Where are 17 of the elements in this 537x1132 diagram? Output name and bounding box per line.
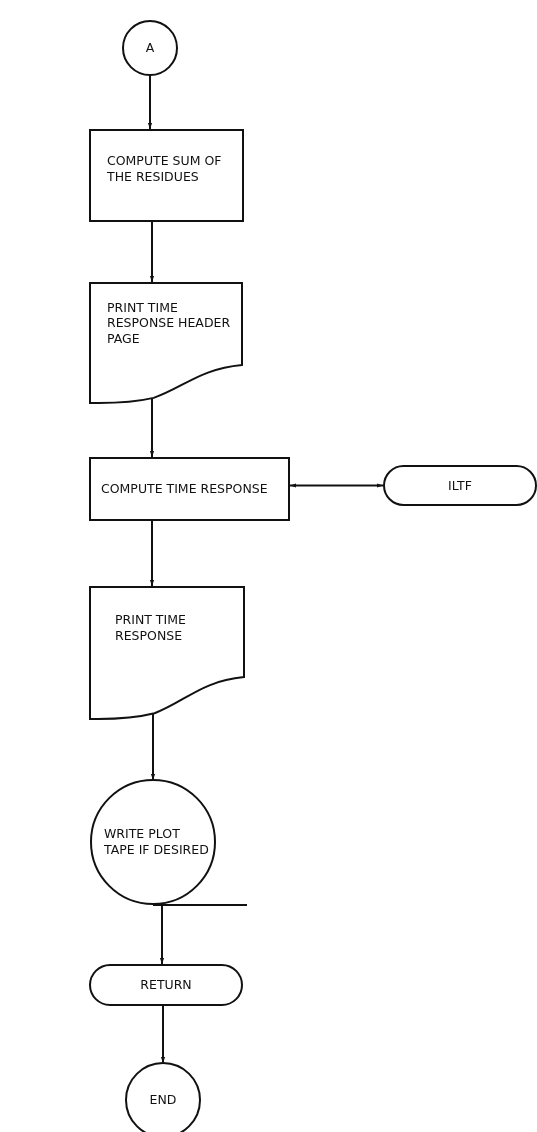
arrow <box>149 221 155 283</box>
arrow <box>147 74 153 130</box>
node-label: COMPUTE SUM OF THE RESIDUES <box>107 152 223 185</box>
node-label: END <box>149 1092 177 1108</box>
arrow <box>289 483 384 488</box>
arrow <box>149 397 155 458</box>
node-label: PRINT TIME RESPONSE <box>115 612 187 644</box>
node-label: A <box>145 40 155 56</box>
line <box>152 904 248 906</box>
node-label: PRINT TIME RESPONSE HEADER PAGE <box>107 299 232 347</box>
arrow <box>150 712 156 781</box>
node-label: ILTF <box>448 477 472 494</box>
node-label: RETURN <box>140 977 192 993</box>
node-label: WRITE PLOT TAPE IF DESIRED <box>104 826 210 858</box>
arrow <box>149 520 155 587</box>
node-label: COMPUTE TIME RESPONSE <box>101 481 268 497</box>
arrow <box>160 1005 166 1064</box>
